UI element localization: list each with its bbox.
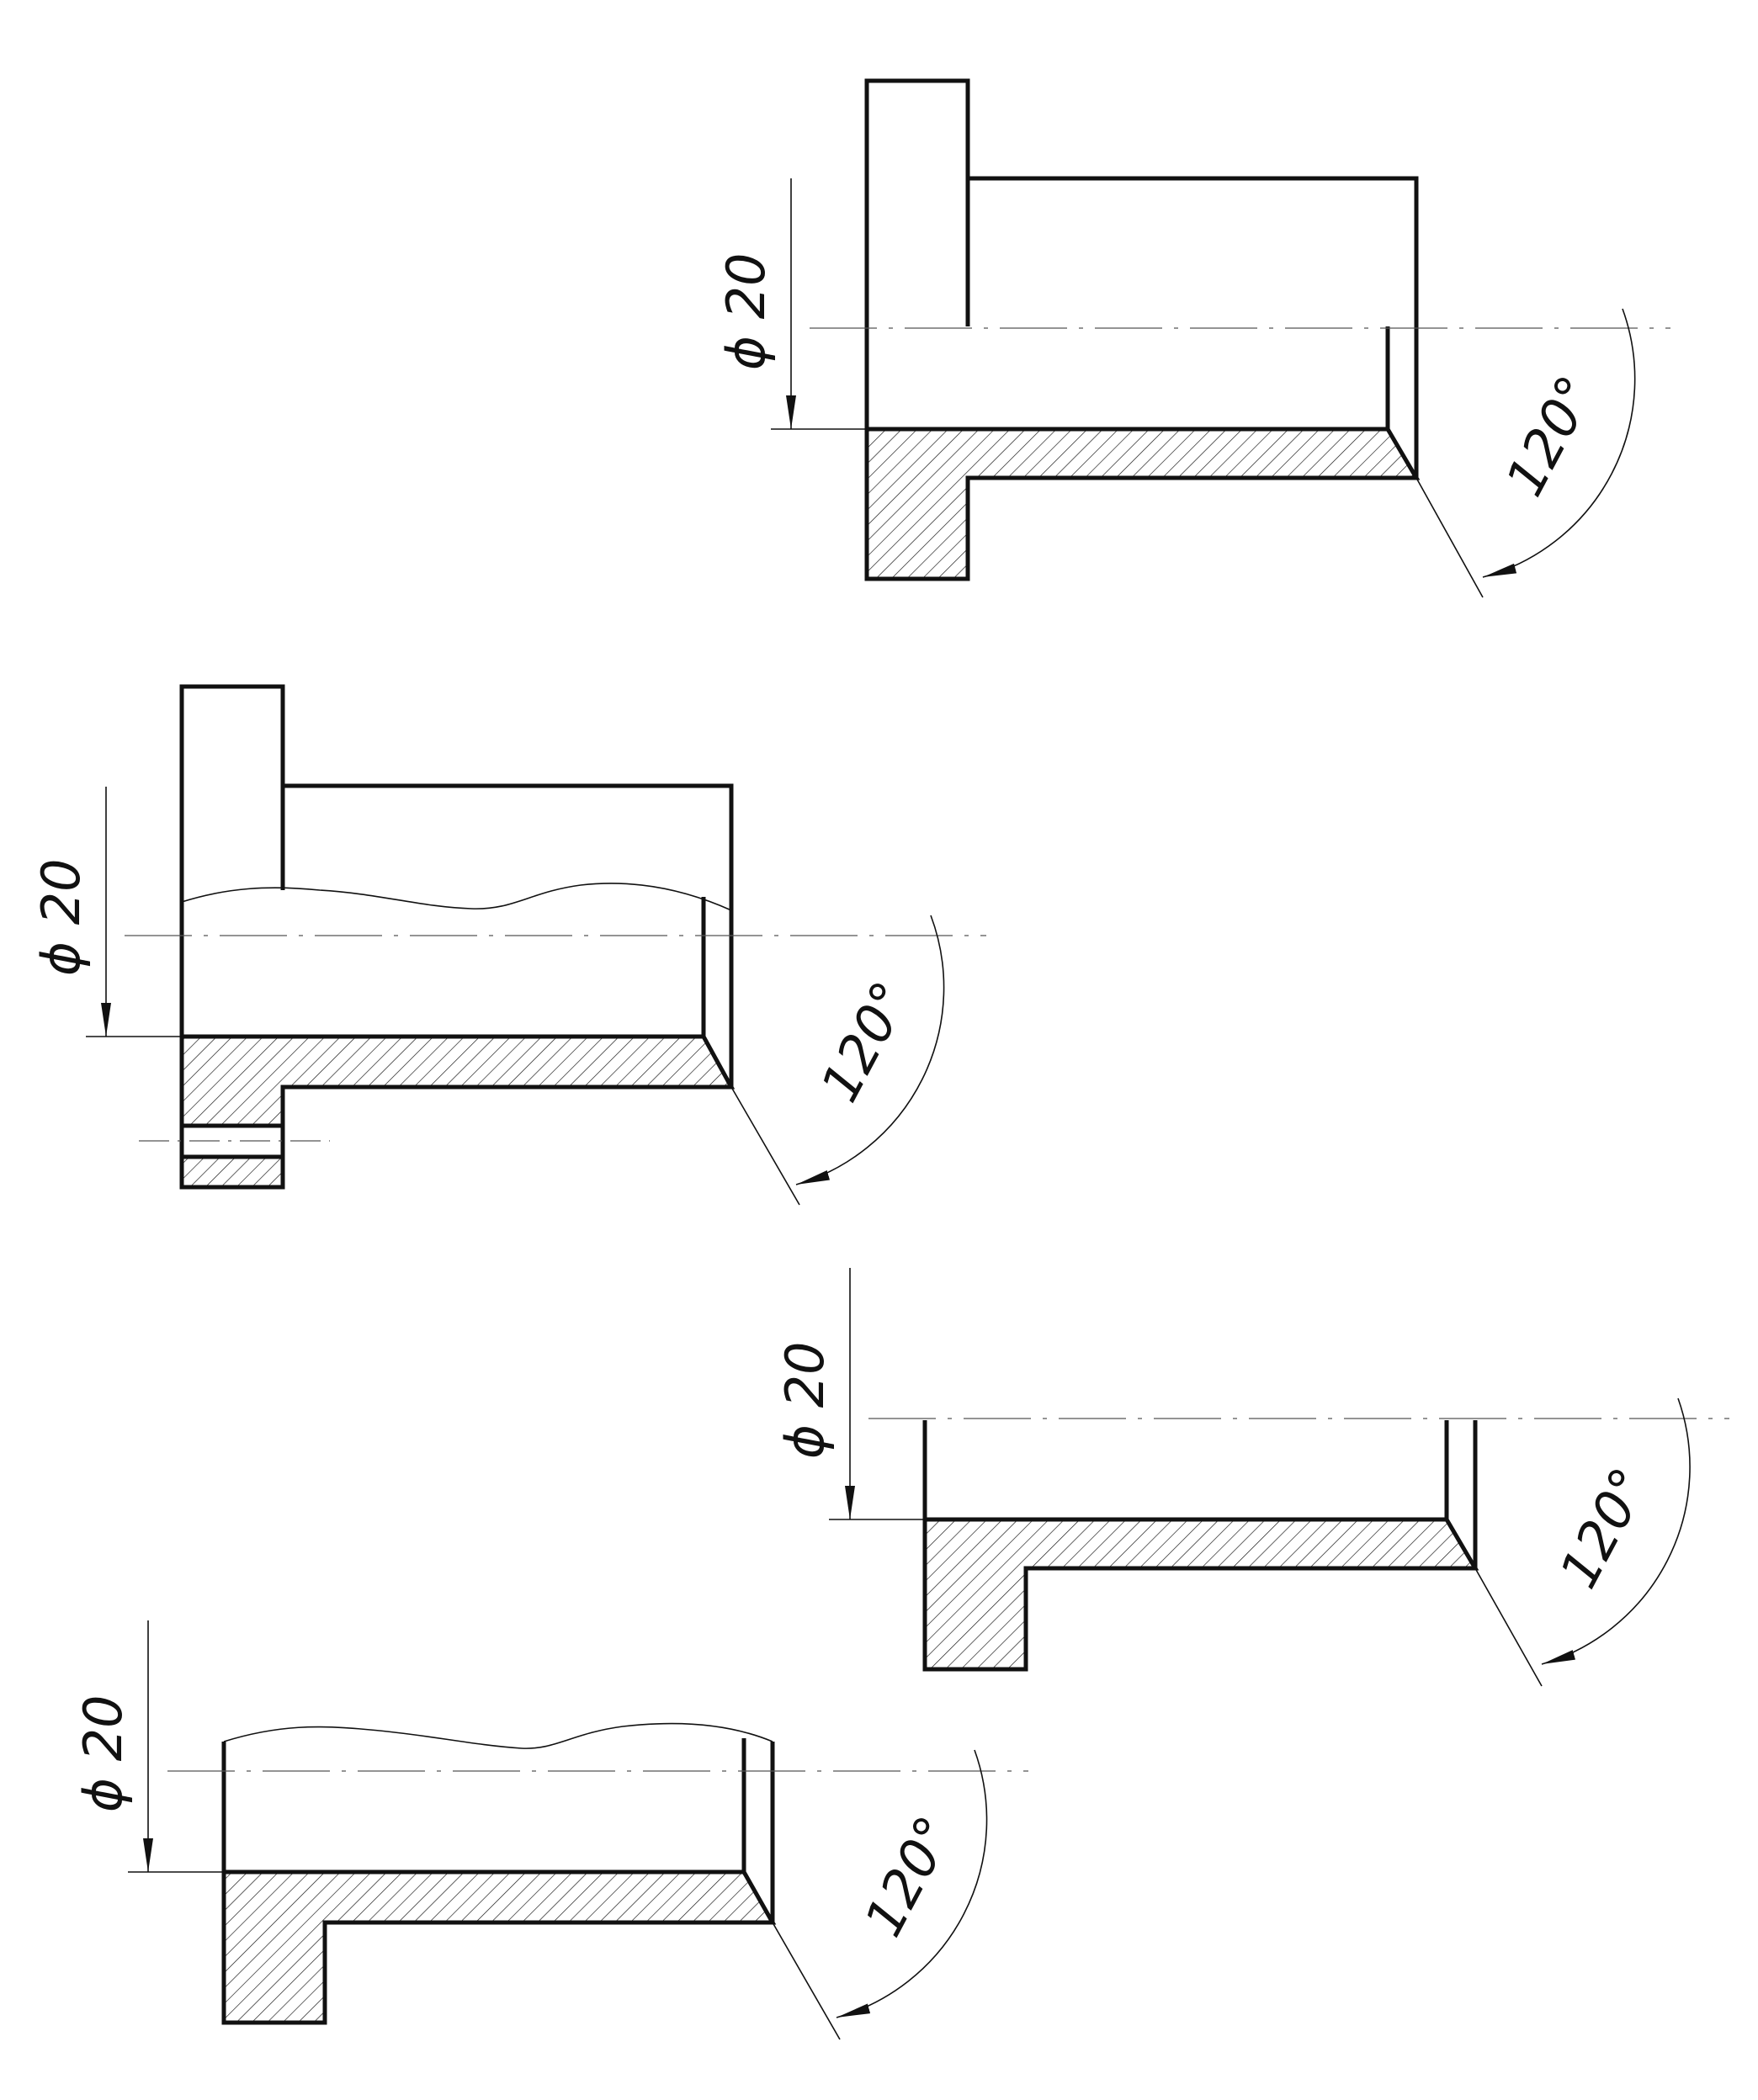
- view-4-chamfer-extension-line: [772, 1922, 841, 2040]
- view-4-hatched-section: [221, 1869, 777, 2025]
- view-2-angle-dimension-arc: [795, 915, 945, 1185]
- view-2-bushing-drawing: ϕ 20 120°: [30, 684, 986, 1206]
- view-1-body-outline: [968, 176, 1419, 478]
- view-1-hatched-section: [864, 427, 1421, 581]
- view-2-break-line: [181, 883, 732, 911]
- view-2-hatched-section-upper: [179, 1034, 736, 1128]
- view-2-body-outline: [283, 783, 734, 1087]
- view-1-flange-outline: [864, 78, 970, 429]
- view-1-bushing-drawing: ϕ 20 120°: [715, 78, 1670, 598]
- view-2-hatched-section-lower: [179, 1154, 285, 1190]
- view-3-diameter-label: ϕ 20: [774, 1342, 836, 1460]
- view-1-diameter-label: ϕ 20: [715, 253, 777, 371]
- view-2-angle-label: 120°: [809, 972, 922, 1111]
- view-1-angle-label: 120°: [1494, 366, 1607, 506]
- view-3-hatched-section: [922, 1517, 1479, 1672]
- view-4-break-line: [223, 1722, 773, 1749]
- view-4-bushing-drawing: ϕ 20 120°: [72, 1620, 1028, 2040]
- view-4-diameter-label: ϕ 20: [72, 1695, 134, 1813]
- view-3-bushing-drawing: ϕ 20 120°: [774, 1268, 1729, 1687]
- view-2-diameter-label: ϕ 20: [30, 859, 92, 977]
- view-4-angle-label: 120°: [852, 1806, 966, 1946]
- view-1-chamfer-extension-line: [1415, 477, 1484, 598]
- view-2-flange-outline: [179, 684, 285, 1037]
- view-3-chamfer-extension-line: [1474, 1567, 1543, 1687]
- view-3-angle-dimension-arc: [1541, 1397, 1691, 1665]
- view-4-angle-dimension-arc: [836, 1749, 988, 2018]
- view-3-angle-label: 120°: [1548, 1458, 1661, 1598]
- view-1-angle-dimension-arc: [1482, 308, 1636, 578]
- view-2-chamfer-extension-line: [730, 1086, 800, 1206]
